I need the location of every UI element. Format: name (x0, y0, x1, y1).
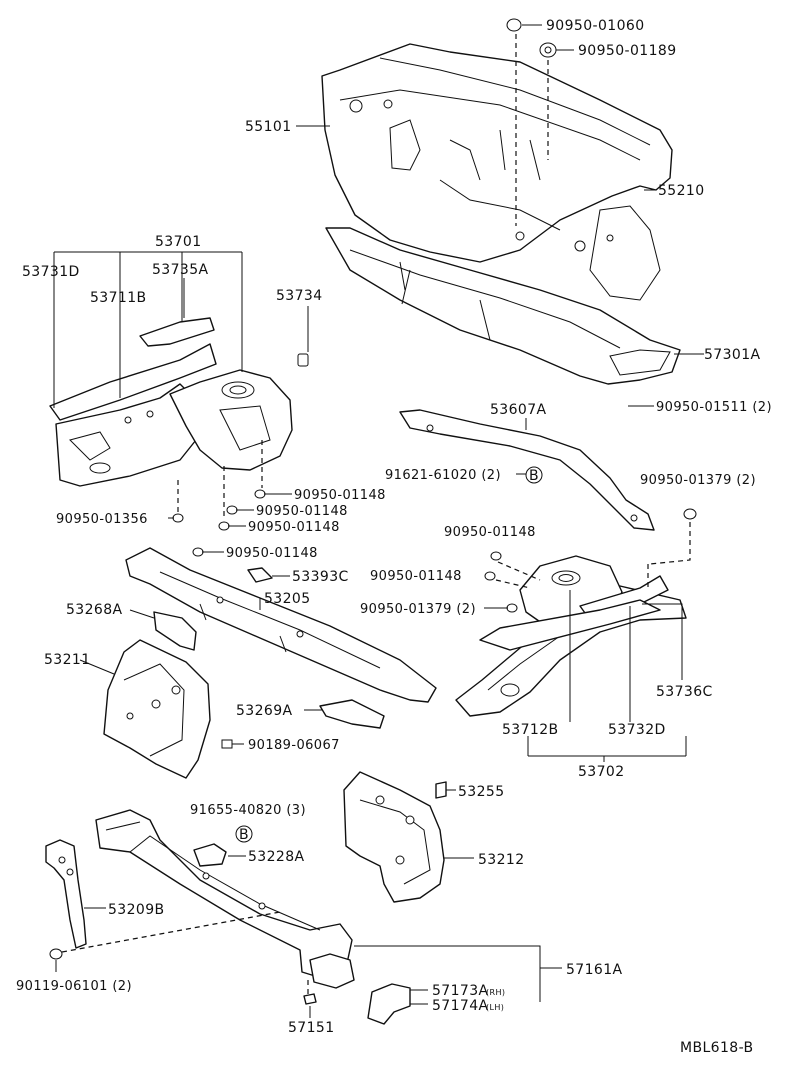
svg-text:B: B (529, 468, 539, 484)
label-90189-06067: 90189-06067 (248, 738, 340, 753)
label-53393C: 53393C (292, 569, 349, 585)
label-90950-01060: 90950-01060 (546, 18, 645, 34)
label-53212: 53212 (478, 852, 525, 868)
label-53209B: 53209B (108, 902, 165, 918)
label-53711B: 53711B (90, 290, 147, 306)
fasteners-right (484, 551, 518, 613)
bracket-53209B (45, 839, 87, 949)
label-90950-01356: 90950-01356 (56, 512, 148, 527)
label-57151: 57151 (288, 1020, 335, 1036)
label-53607A: 53607A (490, 402, 547, 418)
label-90950-01148-b: 90950-01148 (256, 504, 348, 519)
bracket-57173A (367, 983, 411, 1025)
fastener-90950-01379-upper (683, 508, 697, 520)
marker-b-upper: B (525, 466, 543, 484)
label-57301A: 57301A (704, 347, 761, 363)
label-53211: 53211 (44, 652, 91, 668)
part-labels: 90950-01060 90950-01189 55101 55210 5370… (16, 18, 772, 1056)
label-57173A-side: (RH) (486, 988, 505, 997)
marker-b-lower: B (235, 825, 253, 843)
label-55210: 55210 (658, 183, 705, 199)
dash-panel-55101 (321, 43, 673, 301)
label-53255: 53255 (458, 784, 505, 800)
label-53269A: 53269A (236, 703, 293, 719)
label-55101: 55101 (245, 119, 292, 135)
leader-lines (53, 24, 704, 1018)
radiator-support-upper-53205 (125, 547, 437, 703)
label-90950-01511: 90950-01511 (2) (656, 400, 772, 415)
label-90950-01148-a: 90950-01148 (294, 488, 386, 503)
wheelhouse-left (169, 369, 293, 471)
label-53701: 53701 (155, 234, 202, 250)
label-53268A: 53268A (66, 602, 123, 618)
label-90950-01148-e: 90950-01148 (226, 546, 318, 561)
label-90950-01189: 90950-01189 (578, 43, 677, 59)
fastener-53734 (297, 353, 309, 367)
label-53712B: 53712B (502, 722, 559, 738)
label-53702: 53702 (578, 764, 625, 780)
label-53734: 53734 (276, 288, 323, 304)
apron-left-53711B (49, 317, 217, 487)
bracket-53228A (193, 843, 227, 867)
label-53736C: 53736C (656, 684, 713, 700)
fastener-90950-01356 (172, 513, 184, 523)
label-90119-06101: 90119-06101 (2) (16, 979, 132, 994)
label-90950-01379-lower: 90950-01379 (2) (360, 602, 476, 617)
label-90950-01379-upper: 90950-01379 (2) (640, 473, 756, 488)
label-91655-40820: 91655-40820 (3) (190, 803, 306, 818)
bracket-53269A (319, 699, 385, 729)
label-57174A-side: (LH) (486, 1003, 504, 1012)
label-53228A: 53228A (248, 849, 305, 865)
crossmember-57161A (95, 809, 355, 989)
label-57161A: 57161A (566, 962, 623, 978)
radiator-side-53212 (343, 771, 445, 903)
brace-53607A (399, 409, 655, 531)
label-53731D: 53731D (22, 264, 80, 280)
label-90950-01148-d: 90950-01148 (444, 525, 536, 540)
radiator-side-53211 (103, 639, 211, 779)
clip-53255 (435, 781, 447, 799)
fastener-90950-01189 (539, 42, 557, 58)
bracket-53268A (153, 611, 197, 651)
fastener-90189-06067 (221, 739, 233, 749)
label-90950-01148-f: 90950-01148 (370, 569, 462, 584)
fastener-90950-01060 (506, 18, 522, 32)
label-57174A: 57174A (432, 998, 489, 1014)
bolt-90119-06101 (49, 948, 63, 960)
label-53732D: 53732D (608, 722, 666, 738)
svg-text:B: B (239, 827, 249, 843)
fasteners-90950-01148 (192, 489, 266, 557)
diagram-code: MBL618-B (680, 1040, 754, 1056)
label-57173A: 57173A (432, 983, 489, 999)
clip-53393C (247, 567, 273, 583)
label-53735A: 53735A (152, 262, 209, 278)
label-90950-01148-c: 90950-01148 (248, 520, 340, 535)
clip-57151 (303, 993, 317, 1005)
label-53205: 53205 (264, 591, 311, 607)
label-91621-61020: 91621-61020 (2) (385, 468, 501, 483)
cowl-panel-57301A (325, 227, 681, 385)
